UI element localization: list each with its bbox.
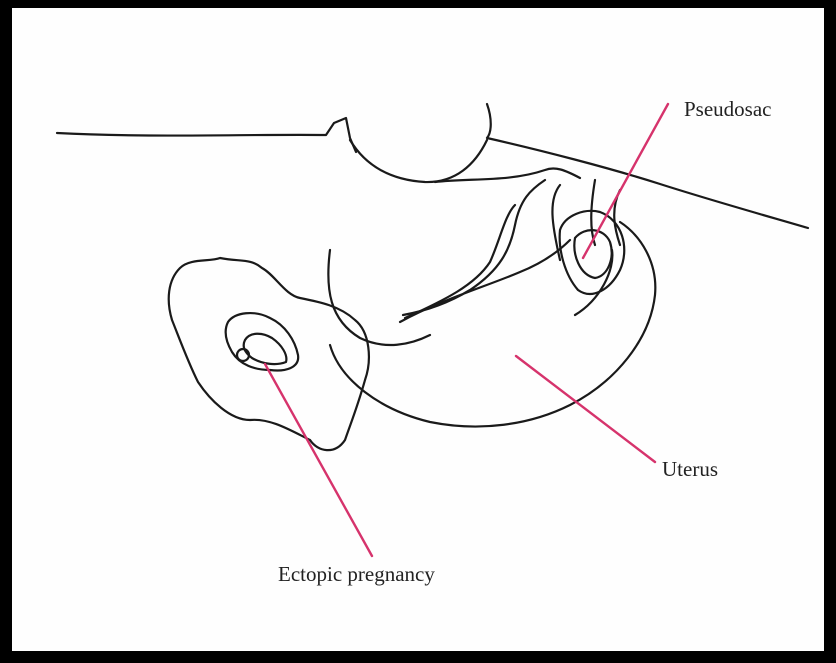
label-ectopic-pregnancy: Ectopic pregnancy — [278, 564, 435, 585]
label-uterus: Uterus — [662, 459, 718, 480]
label-pseudosac: Pseudosac — [684, 99, 772, 120]
skin-line — [57, 104, 808, 228]
endometrium-outer — [400, 180, 570, 322]
ectopic-sac-inner — [244, 334, 287, 364]
adnexa-outline — [169, 258, 369, 450]
pointer-lines — [265, 104, 668, 556]
inner-arc — [328, 250, 430, 345]
pelvic-outline-drawing — [57, 104, 808, 450]
endometrium-inner — [405, 205, 515, 318]
bladder-wall — [350, 140, 487, 182]
uterus-outline — [330, 222, 655, 427]
pointer-uterus — [516, 356, 655, 462]
pointer-ectopic — [265, 364, 372, 556]
diagram-slide: Pseudosac Uterus Ectopic pregnancy — [12, 8, 824, 651]
uterine-fundus — [575, 250, 612, 315]
